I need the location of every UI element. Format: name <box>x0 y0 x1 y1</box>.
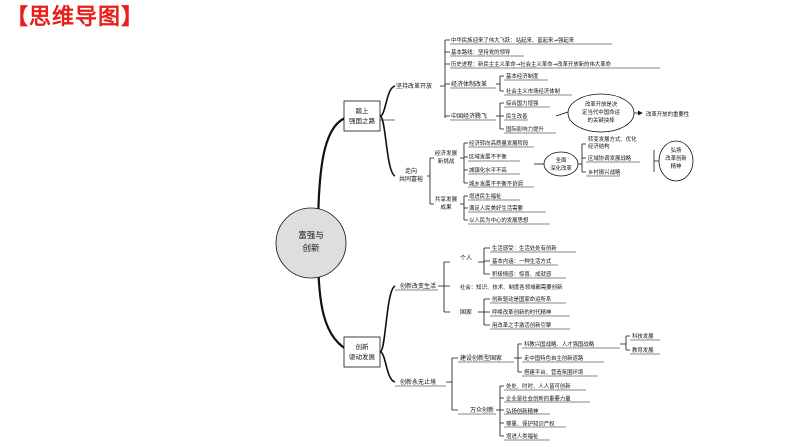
measure-1-line2: 经济结构 <box>588 142 610 150</box>
share-item-2: 满足人民美好生活需要 <box>469 204 524 212</box>
challenge-line2: 新挑战 <box>438 157 455 165</box>
root-label-line1: 富强与 <box>298 230 324 241</box>
rise-item-2: 民生改善 <box>506 112 528 120</box>
measure-2: 区域协调发展战略 <box>588 154 632 162</box>
measure-3: 乡村振兴战略 <box>588 168 621 176</box>
deepen-reform-ellipse <box>543 151 579 177</box>
spirit-ellipse <box>658 140 694 182</box>
person-label: 个人 <box>460 255 472 262</box>
nation-item-3: 用改革之手激活创新引擎 <box>492 321 552 329</box>
mass-item-3: 弘扬创新精神 <box>506 407 538 415</box>
build-item-1: 科教兴国战略、人才强国战略 <box>524 340 595 348</box>
deepen-line1: 全面 <box>556 156 567 164</box>
deepen-line2: 深化改革 <box>550 164 572 172</box>
branch-innovation-line1: 创新 <box>356 342 370 351</box>
build-item-2: 走中国特色自主创新道路 <box>524 354 584 362</box>
rise-label: 中国经济腾飞 <box>451 112 487 120</box>
spirit-line2: 改革创新 <box>665 154 687 162</box>
together-line2: 共同富裕 <box>399 175 423 183</box>
together-line1: 走向 <box>405 167 417 175</box>
leaf-underlines <box>380 43 660 441</box>
challenge-item-3: 城镇化水平不高 <box>469 166 507 174</box>
spirit-line1: 弘扬 <box>671 146 682 154</box>
mass-item-2: 企业是社会创新的重要力量 <box>506 395 571 403</box>
branch-strong-nation-line1: 踏上 <box>356 106 370 115</box>
build-label: 建设创新型国家 <box>460 354 502 362</box>
share-line2: 成果 <box>440 203 452 211</box>
nation-item-1: 创新驱动是国家命运所系 <box>492 295 552 303</box>
key-choice-line3: 的关键抉择 <box>588 116 616 124</box>
branch-innovation-line2: 驱动发展 <box>349 352 376 361</box>
person-item-3: 积极情感：惊喜、成就感 <box>492 270 552 278</box>
mass-label: 万众创新 <box>470 406 494 414</box>
rise-item-3: 国际影响力提升 <box>506 125 544 133</box>
nation-label: 国家 <box>460 308 472 316</box>
system-item-2: 社会主义市场经济体制 <box>506 87 560 95</box>
change-label: 创新改变生活 <box>400 282 436 290</box>
rise-item-1: 综合国力增强 <box>506 99 539 107</box>
reform-item-1: 中华民族迎来了伟大飞跃：站起来、富起来→强起来 <box>451 36 575 44</box>
challenge-item-2: 区域发展不平衡 <box>469 153 507 161</box>
key-choice-result: 改革开放的重要性 <box>646 110 690 118</box>
mass-item-4: 尊重、保护知识产权 <box>506 420 555 428</box>
endless-label: 创新永无止境 <box>400 378 436 386</box>
share-line1: 共享发展 <box>435 195 458 203</box>
key-choice-line2: 定当代中国命运 <box>582 108 620 116</box>
spirit-line3: 精神 <box>671 162 682 170</box>
reform-item-3: 历史进程：新民主主义革命→社会主义革命→改革开放新的伟大革命 <box>451 60 612 68</box>
system-label: 经济体制改革 <box>451 80 487 88</box>
challenge-line1: 经济发展 <box>435 149 458 157</box>
branch-innovation-box <box>343 336 381 368</box>
society-label: 社会：知识、技术、制度各领域都需要创新 <box>460 283 563 291</box>
reform-item-2: 基本路线：坚持党的领导 <box>451 48 511 56</box>
build-sub-2: 教育发展 <box>632 346 654 354</box>
measure-1-line1: 转变发展方式、优化 <box>588 135 637 143</box>
root-label-line2: 创新 <box>302 243 320 254</box>
mass-item-5: 增进人类福祉 <box>506 432 539 440</box>
nation-item-2: 呼唤改革创新的时代精神 <box>492 308 551 316</box>
challenge-item-1: 经济转向高质量发展阶段 <box>469 139 529 147</box>
share-item-3: 以人民为中心的发展思想 <box>469 216 529 224</box>
page-title: 【思维导图】 <box>6 5 145 30</box>
root-node <box>275 207 347 279</box>
challenge-item-4: 城乡发展不平衡不协调 <box>469 180 523 188</box>
branch-strong-nation-box <box>343 100 381 132</box>
person-item-1: 生活感受：生活处处有创新 <box>492 244 557 252</box>
share-item-1: 增进民生福祉 <box>469 192 502 200</box>
build-item-3: 搭建平台、营造氛围环境 <box>524 368 584 376</box>
reform-label: 坚持改革开放 <box>396 82 432 90</box>
key-choice-ellipse <box>567 93 635 133</box>
person-item-2: 基本内涵：一种生活方式 <box>492 257 552 265</box>
mass-item-1: 处处、时时、人人皆可创新 <box>506 382 571 390</box>
system-item-1: 基本经济制度 <box>506 72 539 80</box>
build-sub-1: 科技发展 <box>632 332 654 340</box>
key-choice-line1: 改革开放是决 <box>585 100 618 108</box>
branch-strong-nation-line2: 强国之路 <box>349 116 376 125</box>
